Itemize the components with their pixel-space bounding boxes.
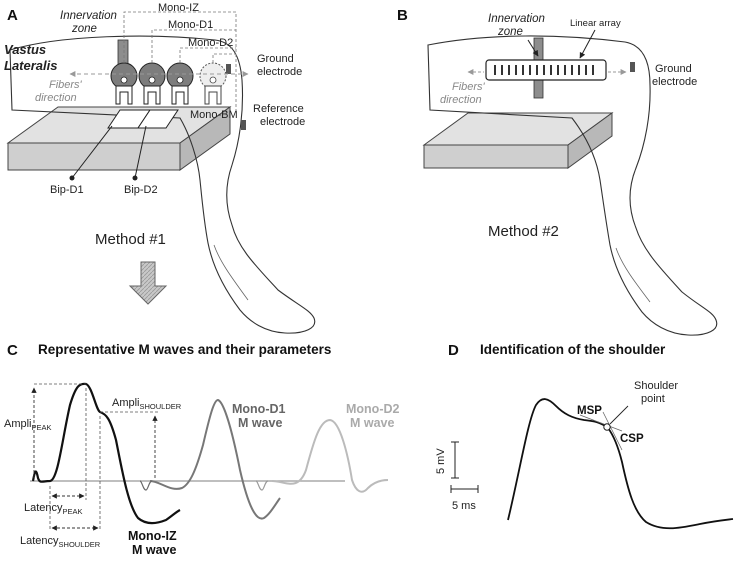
method-1-label: Method #1 <box>95 231 166 248</box>
innervation-label-b-1: Innervation <box>488 13 545 25</box>
bip-d1-label: Bip-D1 <box>50 184 84 196</box>
innervation-label-b-2: zone <box>497 26 523 38</box>
mono-d2-wave-label-2: M wave <box>350 416 395 430</box>
innervation-pointer-b <box>527 39 539 57</box>
bip-d2-plate <box>137 109 179 129</box>
csp-tangent <box>602 411 623 451</box>
mono-d2-wave <box>271 418 389 493</box>
panel-c: C Representative M waves and their param… <box>4 342 400 557</box>
panel-d: D Identification of the shoulder MSP CSP… <box>435 342 734 530</box>
shoulder-pointer <box>609 405 629 425</box>
bip-d1-lead <box>71 125 113 179</box>
mono-bm-label: Mono-BM <box>190 109 238 121</box>
latency-peak-label: LatencyPEAK <box>24 502 83 516</box>
panel-c-letter: C <box>7 342 18 359</box>
electrode-mono-d2 <box>166 62 194 105</box>
table-block-b <box>422 112 614 169</box>
latency-shoulder-label: LatencySHOULDER <box>20 535 101 549</box>
muscle-label-2: Lateralis <box>4 58 57 73</box>
method-2-label: Method #2 <box>488 223 559 240</box>
panel-d-title: Identification of the shoulder <box>480 342 666 357</box>
ground-electrode-b <box>630 62 635 72</box>
linear-array-pointer <box>579 29 596 59</box>
panel-b: B Innervation zone Linear array <box>397 7 718 336</box>
mono-iz-wave-label-1: Mono-IZ <box>128 529 177 543</box>
bip-d2-label: Bip-D2 <box>124 184 158 196</box>
shoulder-label-1: Shoulder <box>634 380 678 392</box>
linear-array-label: Linear array <box>570 18 621 29</box>
scale-voltage-label: 5 mV <box>435 448 447 474</box>
shoulder-label-2: point <box>641 393 665 405</box>
bip-d1-dot <box>69 175 75 181</box>
mono-wires-a <box>123 11 237 110</box>
leg-outline-a <box>9 35 316 334</box>
mono-iz-notch <box>139 480 153 491</box>
ground-label-b-1: Ground <box>655 63 692 75</box>
mono-d1-notch <box>255 480 269 491</box>
mono-d1-label: Mono-D1 <box>168 19 213 31</box>
csp-label: CSP <box>620 433 644 445</box>
linear-array-electrodes <box>494 65 594 75</box>
mono-iz-label: Mono-IZ <box>158 2 199 14</box>
panel-c-title: Representative M waves and their paramet… <box>38 342 331 357</box>
leg-contour-a <box>213 244 249 301</box>
down-arrow <box>128 261 168 305</box>
msp-tangent <box>579 414 623 432</box>
panel-b-letter: B <box>397 7 408 24</box>
reference-label-2: electrode <box>260 116 305 128</box>
ampli-peak-label: AmpliPEAK <box>4 418 52 432</box>
mono-d1-wave-label-1: Mono-D1 <box>232 402 286 416</box>
mono-iz-wave <box>31 382 181 525</box>
electrode-mono-d1 <box>138 62 166 105</box>
linear-array <box>485 59 607 81</box>
mono-d2-wave-label-1: Mono-D2 <box>346 402 400 416</box>
mono-d2-label: Mono-D2 <box>188 37 233 49</box>
fibers-label-a-1: Fibers' <box>49 79 83 91</box>
mono-d1-wave <box>149 398 281 520</box>
mono-iz-wave-label-2: M wave <box>132 543 177 557</box>
bip-d2-dot <box>132 175 138 181</box>
leg-outline-b <box>427 35 718 336</box>
reference-label-1: Reference <box>253 103 304 115</box>
ampli-shoulder-label: AmpliSHOULDER <box>112 397 182 411</box>
electrode-mono-iz <box>110 62 138 105</box>
panel-a: A <box>4 2 316 334</box>
bip-d2-lead <box>134 125 147 179</box>
shoulder-wave <box>507 398 734 530</box>
fibers-label-a-2: direction <box>35 92 77 104</box>
electrode-mono-bm <box>199 62 227 105</box>
scale-time-label: 5 ms <box>452 500 476 512</box>
innervation-label-a-1: Innervation <box>60 10 117 22</box>
ground-label-a-2: electrode <box>257 66 302 78</box>
muscle-label-1: Vastus <box>4 42 46 57</box>
msp-label: MSP <box>577 405 602 417</box>
reference-electrode-a <box>241 120 246 130</box>
panel-a-letter: A <box>7 7 18 24</box>
ground-label-a-1: Ground <box>257 53 294 65</box>
fibers-label-b-1: Fibers' <box>452 81 486 93</box>
shoulder-point-marker <box>603 423 611 431</box>
mono-d1-wave-label-2: M wave <box>238 416 283 430</box>
innervation-label-a-2: zone <box>71 23 97 35</box>
leg-contour-b <box>615 247 651 303</box>
ground-label-b-2: electrode <box>652 76 697 88</box>
ground-electrode-a <box>226 64 231 74</box>
panel-d-letter: D <box>448 342 459 359</box>
fibers-label-b-2: direction <box>440 94 482 106</box>
